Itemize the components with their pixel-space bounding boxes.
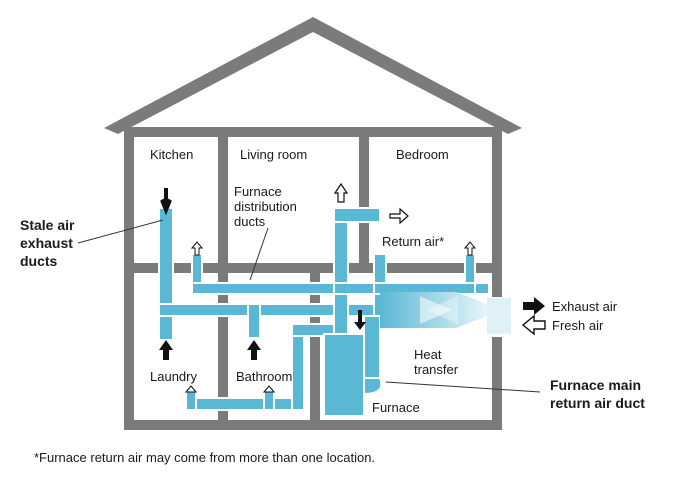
bedroom-supply-branch <box>333 207 381 223</box>
bedroom-supply-right-arrow <box>389 207 409 225</box>
label-living-room: Living room <box>240 147 307 162</box>
roof <box>104 17 522 134</box>
wall-laundry-bathroom <box>218 273 228 420</box>
wall-living-bedroom <box>359 137 369 263</box>
label-heat-transfer-2: transfer <box>414 362 459 377</box>
left-wall <box>124 127 134 429</box>
label-stale-air-2: exhaust <box>20 235 73 251</box>
label-fresh-air: Fresh air <box>552 318 604 333</box>
distribution-horizontal <box>191 282 353 295</box>
label-furnace-distribution-3: ducts <box>234 214 266 229</box>
wall-kitchen-living <box>218 137 228 263</box>
arrows <box>159 182 546 393</box>
label-furnace-distribution-1: Furnace <box>234 184 282 199</box>
exhaust-air-arrow <box>523 297 545 315</box>
label-exhaust-air: Exhaust air <box>552 299 618 314</box>
label-furnace: Furnace <box>372 400 420 415</box>
label-bedroom: Bedroom <box>396 147 449 162</box>
distribution-leader <box>249 227 269 281</box>
leader-lines <box>77 219 541 393</box>
ground-floor <box>124 420 502 430</box>
label-bathroom: Bathroom <box>236 369 292 384</box>
furnace-return-elbow <box>363 377 383 396</box>
label-main-return-1: Furnace main <box>550 377 641 393</box>
stale-air-leader <box>77 219 164 244</box>
fresh-air-arrow <box>521 314 546 336</box>
laundry-intake-arrow <box>159 340 173 360</box>
furnace-down-arrow <box>354 310 366 330</box>
label-heat-transfer-1: Heat <box>414 347 442 362</box>
wall-bathroom-furnace <box>310 273 320 420</box>
furnace-body <box>323 333 365 417</box>
distribution-trunk <box>333 207 349 339</box>
return-vent-up-arrow <box>463 241 477 256</box>
main-return-leader <box>385 381 541 393</box>
lower-return-horizontal <box>185 397 305 411</box>
ducts <box>158 207 490 417</box>
house-outline <box>104 17 522 430</box>
middle-floor <box>124 263 502 273</box>
living-supply-up-arrow <box>333 182 349 203</box>
bathroom-return-arrow <box>262 385 276 393</box>
label-stale-air-3: ducts <box>20 253 58 269</box>
attic-floor <box>124 127 502 137</box>
right-wall-lower <box>492 337 502 429</box>
label-main-return-2: return air duct <box>550 395 645 411</box>
stale-air-vertical-duct <box>158 207 174 341</box>
label-laundry: Laundry <box>150 369 197 384</box>
footnote: *Furnace return air may come from more t… <box>34 450 375 465</box>
kitchen-vent-up-arrow <box>190 241 204 256</box>
laundry-return-arrow <box>184 385 198 393</box>
bathroom-exhaust-riser <box>247 303 261 339</box>
label-furnace-distribution-2: distribution <box>234 199 297 214</box>
right-wall-upper <box>492 127 502 297</box>
bathroom-intake-arrow <box>247 340 261 360</box>
kitchen-intake-arrow <box>160 188 172 216</box>
label-stale-air-1: Stale air <box>20 217 75 233</box>
label-kitchen: Kitchen <box>150 147 193 162</box>
label-return-air: Return air* <box>382 234 444 249</box>
heat-transfer-core <box>380 292 511 334</box>
